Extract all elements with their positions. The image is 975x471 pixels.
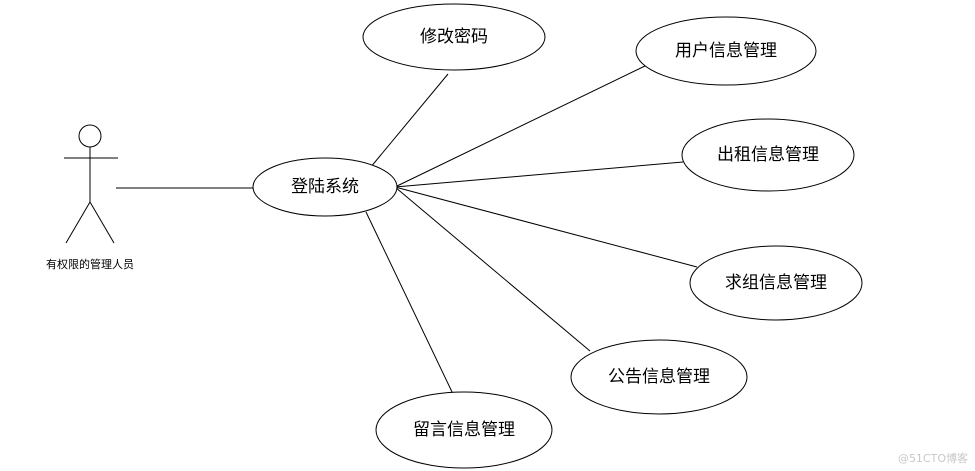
use-case-user-info-label: 用户信息管理 <box>675 41 777 61</box>
association-login-rental-info <box>394 161 684 188</box>
use-case-rental-info: 出租信息管理 <box>681 118 855 192</box>
use-case-seek-rental-info-label: 求组信息管理 <box>725 273 827 293</box>
association-login-seek-rental-info <box>394 186 698 268</box>
actor-figure <box>64 124 118 244</box>
use-case-message-info: 留言信息管理 <box>375 391 553 469</box>
watermark-text: @51CTO博客 <box>898 451 968 465</box>
use-case-message-info-label: 留言信息管理 <box>413 420 515 440</box>
association-login-user-info <box>394 65 646 188</box>
use-case-login: 登陆系统 <box>252 157 398 217</box>
use-case-change-password-label: 修改密码 <box>420 27 488 47</box>
actor-left-leg <box>65 201 91 244</box>
use-case-user-info: 用户信息管理 <box>635 16 817 86</box>
use-case-notice-info-label: 公告信息管理 <box>608 367 710 387</box>
actor-label: 有权限的管理人员 <box>46 257 134 271</box>
actor-head <box>78 124 102 148</box>
use-case-login-label: 登陆系统 <box>291 177 359 197</box>
actor-right-leg <box>89 201 115 244</box>
association-login-change-password <box>369 73 449 169</box>
use-case-notice-info: 公告信息管理 <box>570 339 748 415</box>
use-case-change-password: 修改密码 <box>362 3 546 71</box>
use-case-rental-info-label: 出租信息管理 <box>717 145 819 165</box>
use-case-seek-rental-info: 求组信息管理 <box>689 245 863 321</box>
association-login-message-info <box>365 211 454 395</box>
association-login-notice-info <box>394 186 591 352</box>
